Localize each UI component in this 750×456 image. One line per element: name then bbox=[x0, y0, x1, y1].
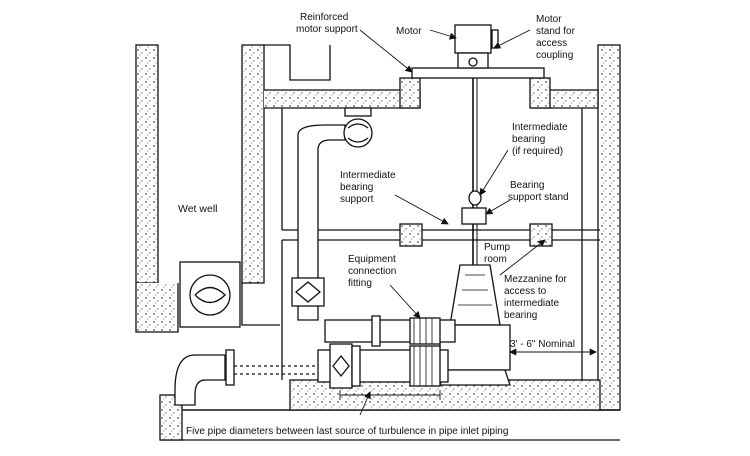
wet-well-elbow bbox=[174, 354, 226, 406]
connection-fitting bbox=[409, 317, 441, 345]
label-pump-room: Pump room bbox=[484, 242, 513, 265]
bearing-support-stand bbox=[461, 207, 487, 225]
wet-well-flange bbox=[225, 349, 235, 386]
label-intermediate-bearing: Intermediate bearing (if required) bbox=[512, 122, 570, 157]
discharge-riser bbox=[297, 124, 346, 321]
gauge-icon bbox=[343, 118, 373, 148]
label-five-pipe-diameters: Five pipe diameters between last source … bbox=[186, 426, 508, 437]
label-nominal-dimension: 3' - 6" Nominal bbox=[510, 339, 575, 350]
labels: Reinforced motor support Motor Motor sta… bbox=[178, 12, 578, 437]
pump-casing bbox=[449, 264, 501, 326]
motor-base-plate bbox=[411, 67, 545, 79]
leader-lines bbox=[339, 29, 597, 416]
label-reinforced-motor-support: Reinforced motor support bbox=[296, 12, 358, 35]
intermediate-bearing bbox=[468, 190, 482, 206]
label-bearing-support-stand: Bearing support stand bbox=[508, 180, 569, 203]
piping bbox=[174, 107, 456, 406]
label-motor: Motor bbox=[396, 26, 422, 37]
label-mezzanine: Mezzanine for access to intermediate bea… bbox=[504, 274, 570, 321]
label-motor-stand: Motor stand for access coupling bbox=[536, 14, 578, 61]
label-equipment-connection-fitting: Equipment connection fitting bbox=[348, 254, 399, 289]
suction-coupling bbox=[409, 345, 441, 387]
motor-body bbox=[454, 24, 492, 54]
label-intermediate-bearing-support: Intermediate bearing support bbox=[340, 170, 398, 205]
motor-assembly bbox=[411, 24, 545, 386]
coupling-icon bbox=[468, 57, 478, 67]
label-wet-well: Wet well bbox=[178, 203, 217, 215]
